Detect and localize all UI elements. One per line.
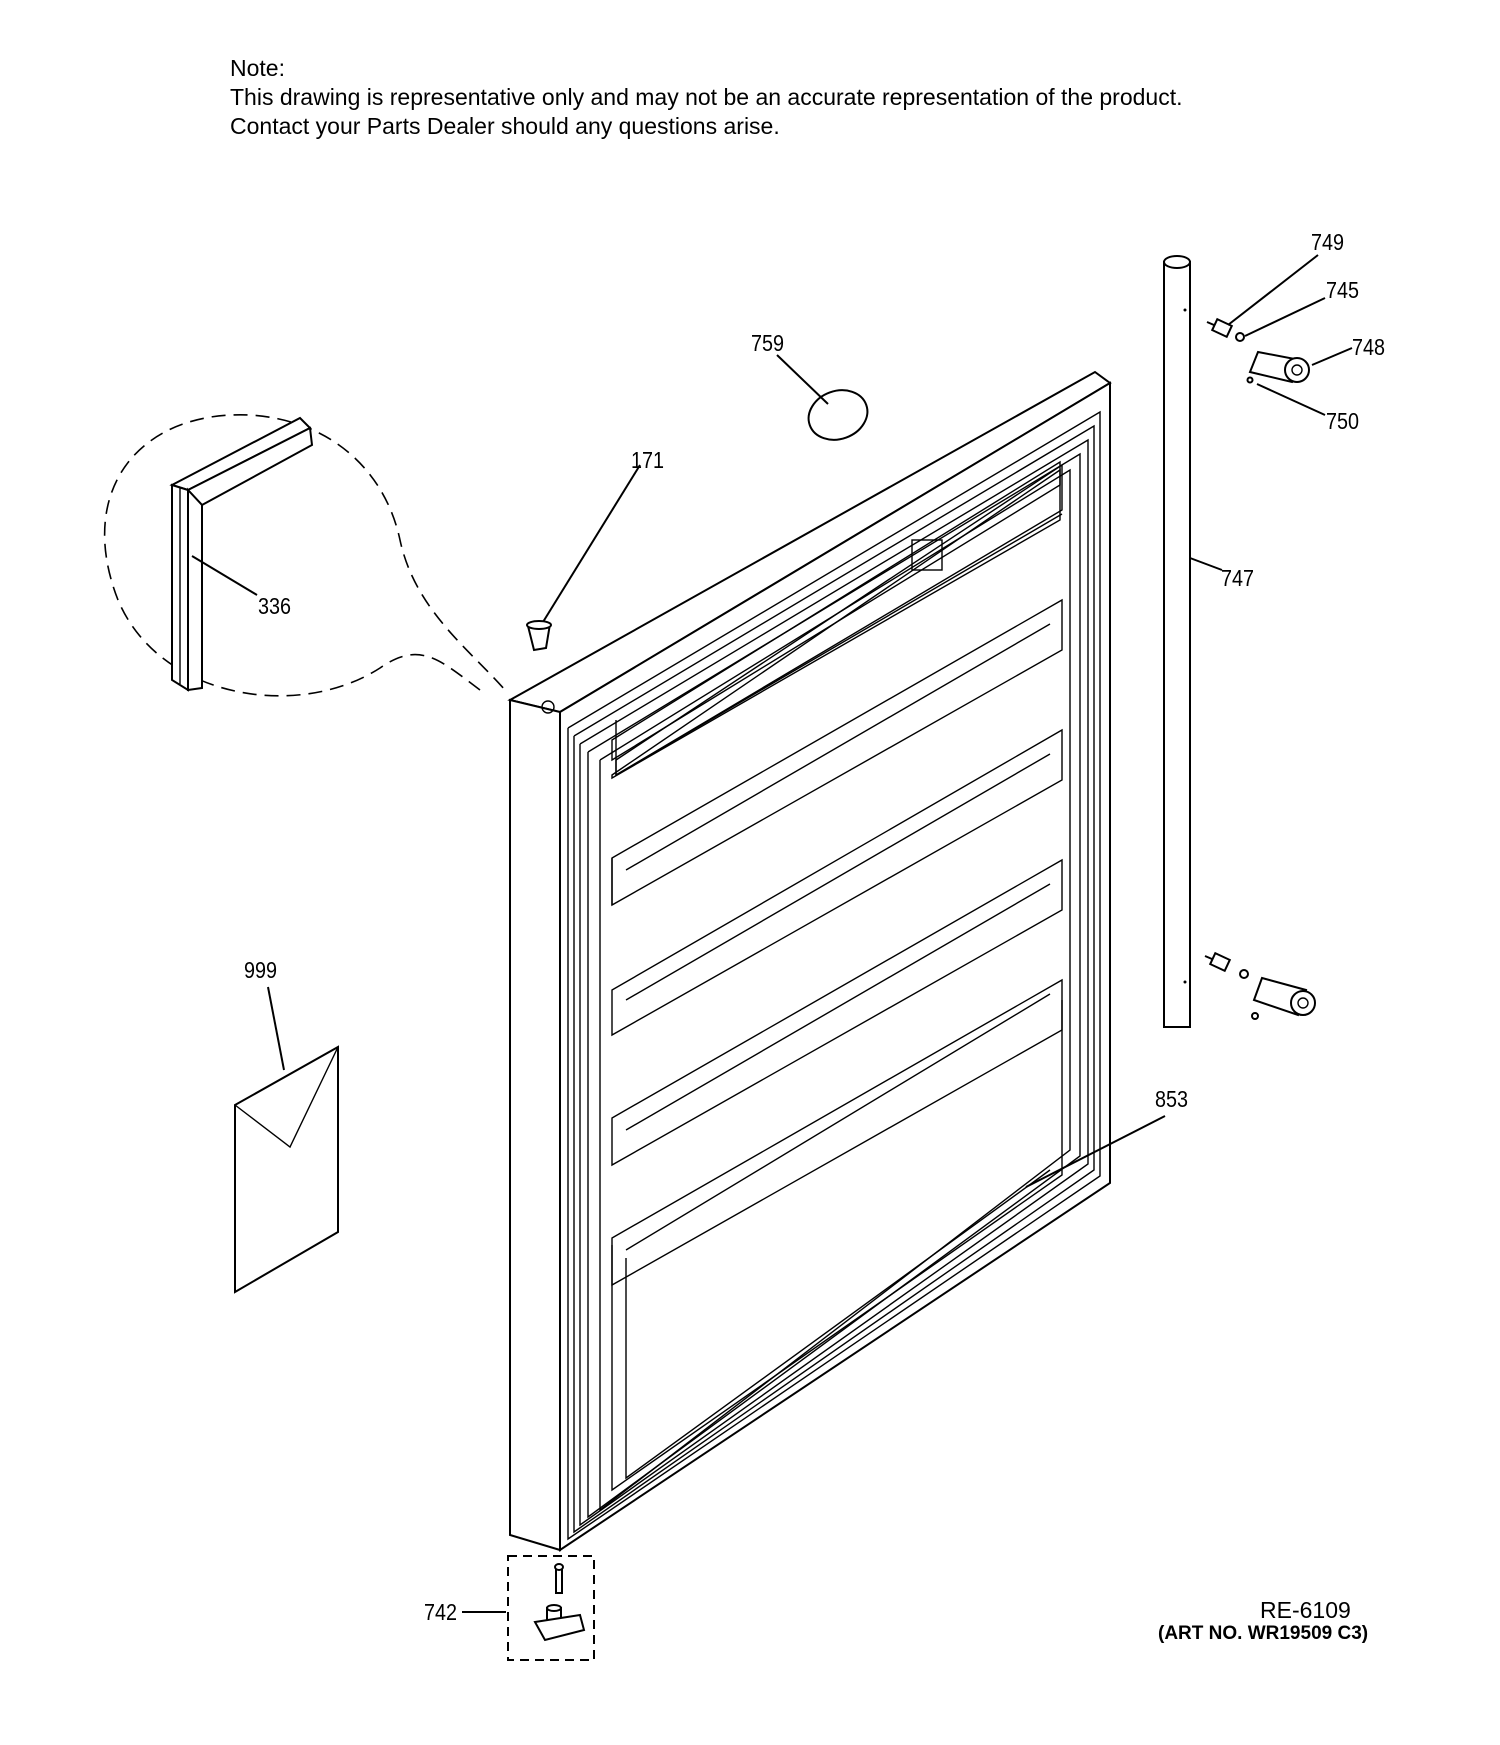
leader-853 [1025, 1115, 1166, 1188]
art-number: (ART NO. WR19509 C3) [1158, 1623, 1369, 1644]
part-747-handle [1163, 255, 1223, 1028]
callout-750: 750 [1326, 408, 1360, 434]
disclaimer-note: Note: This drawing is representative onl… [230, 54, 1183, 141]
callout-853: 853 [1155, 1086, 1189, 1112]
callout-749: 749 [1311, 229, 1345, 255]
door-shelves [611, 463, 1063, 1492]
note-heading: Note: [230, 55, 285, 81]
part-742-hinge [462, 1555, 595, 1661]
note-line-1: This drawing is representative only and … [230, 84, 1183, 110]
reference-code: RE-6109 [1260, 1597, 1351, 1623]
callout-742: 742 [424, 1599, 458, 1625]
part-759 [776, 354, 869, 441]
gasket-detail-336 [103, 414, 506, 697]
part-999-literature [234, 986, 339, 1294]
part-171 [526, 464, 641, 652]
note-line-2: Contact your Parts Dealer should any que… [230, 113, 780, 139]
callout-171: 171 [631, 447, 665, 473]
callout-747: 747 [1221, 565, 1255, 591]
door-assembly [507, 370, 1112, 1552]
callout-999: 999 [244, 957, 278, 983]
callout-759: 759 [751, 330, 785, 356]
callout-748: 748 [1352, 334, 1386, 360]
handle-hardware-lower [1204, 951, 1316, 1020]
callout-336: 336 [258, 593, 292, 619]
callout-745: 745 [1326, 277, 1360, 303]
handle-hardware-upper [1206, 254, 1353, 416]
